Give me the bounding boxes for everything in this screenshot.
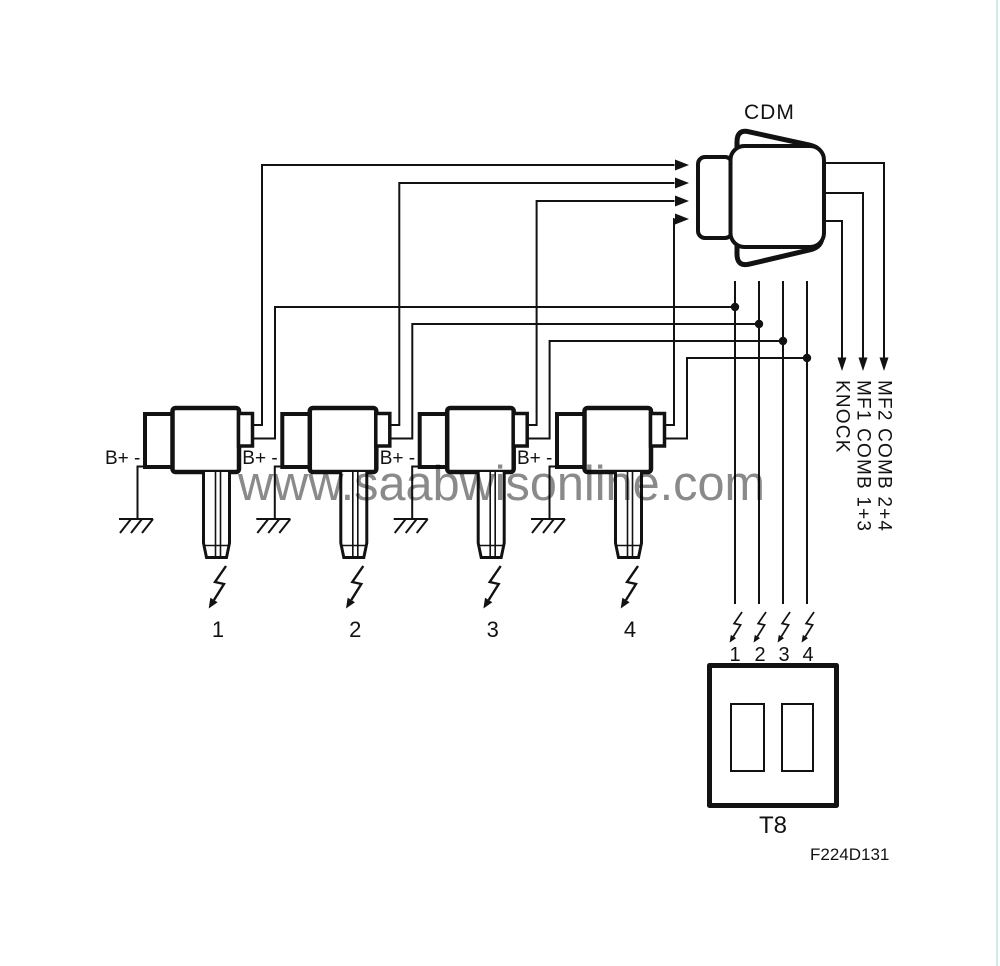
spark-arrow-icon: [619, 564, 640, 610]
cdm-pin-label-knock: KNOCK: [832, 380, 853, 454]
ignition-coil-3: B+ - 3: [380, 405, 529, 642]
ground-icon: [256, 518, 292, 534]
coil-tab: [511, 411, 529, 448]
boot-lines: [616, 472, 641, 556]
wire-coil2-cdm: [389, 182, 675, 426]
ground-icon: [393, 518, 429, 534]
t8-connector: T8: [707, 663, 839, 839]
cdm-pin-label-mf1: MF1 COMB 1+3: [853, 380, 874, 532]
boot-lines: [341, 472, 367, 556]
spark-arrow-icon: [482, 564, 502, 610]
figure-code: F224D131: [810, 845, 889, 864]
cdm-output-wires: KNOCK MF1 COMB 1+3 MF2 COMB 2+4: [824, 162, 895, 532]
cdm-connector: CDM: [696, 101, 826, 268]
ground-icon: [531, 518, 566, 534]
cylinder-number: 3: [487, 617, 499, 642]
wire-coil1-t8: [252, 306, 735, 440]
spark-arrow-icon: [752, 611, 767, 644]
cdm-body: [728, 144, 826, 249]
coil-boot: [339, 472, 369, 559]
watermark: www.saabwisonline.com: [237, 457, 765, 511]
wire-mf2: [824, 162, 885, 358]
arrowhead-icon: [675, 195, 689, 207]
boot-lines: [478, 472, 504, 556]
spark-arrow-icon: [344, 564, 365, 610]
ground-icon: [119, 518, 154, 534]
coil-body: [170, 405, 242, 475]
cdm-to-t8-wires: 1 2 3 4: [728, 281, 815, 666]
t8-cavity-1: [730, 703, 765, 772]
t8-box: [707, 663, 839, 808]
arrowhead-icon: [675, 159, 689, 171]
ignition-coil-2: B+ - 2: [242, 405, 392, 642]
wire-knock: [824, 220, 843, 358]
page-edge-line: [996, 0, 998, 966]
cdm-plug: [696, 155, 734, 240]
ignition-coil-1: B+ - 1: [105, 405, 255, 642]
wire-coil3-t8: [527, 340, 783, 440]
arrowhead-icon: [837, 357, 847, 371]
spark-arrow-icon: [800, 611, 815, 644]
arrowhead-icon: [675, 213, 689, 225]
t8-pin-number: 2: [754, 644, 765, 666]
arrowhead-icon: [858, 357, 868, 371]
coil-tab: [236, 411, 255, 448]
t8-pin-number: 3: [778, 644, 789, 666]
wire-mf1: [824, 192, 864, 358]
t8-label: T8: [759, 812, 787, 839]
wire-coil1-cdm: [252, 164, 675, 426]
wire-coil4-cdm: [664, 218, 675, 426]
cdm-pin-label-mf2: MF2 COMB 2+4: [874, 380, 895, 532]
arrowhead-icon: [879, 357, 889, 371]
spark-arrow-icon: [776, 611, 791, 644]
spark-arrow-icon: [207, 564, 228, 610]
coil-connector: [143, 412, 175, 469]
coil-boot: [202, 472, 231, 559]
cdm-label: CDM: [744, 101, 795, 124]
terminal-label: B+ -: [380, 448, 415, 469]
cylinder-number: 2: [349, 617, 361, 642]
ignition-coil-4: B+ - 4: [517, 405, 667, 642]
terminal-label: B+ -: [517, 448, 552, 469]
wire-coil2-t8: [389, 323, 759, 440]
coil-tab: [374, 411, 392, 448]
coil-boot: [614, 472, 643, 559]
coil-to-cdm-wires: [252, 159, 689, 426]
coil-tab: [648, 411, 667, 448]
arrowhead-icon: [675, 177, 689, 189]
coil-boot: [476, 472, 506, 559]
ground-wire: [411, 465, 420, 519]
wire-coil4-t8: [664, 357, 807, 440]
terminal-label: B+ -: [242, 448, 277, 469]
boot-lines: [204, 472, 229, 556]
coil-connector: [280, 412, 313, 469]
ground-wire: [136, 465, 145, 519]
cylinder-number: 4: [624, 617, 636, 642]
t8-pin-number: 1: [729, 644, 740, 666]
terminal-label: B+ -: [105, 448, 140, 469]
ground-wire: [273, 465, 283, 519]
t8-cavity-2: [781, 703, 814, 772]
cylinder-number: 1: [212, 617, 224, 642]
spark-arrow-icon: [728, 611, 743, 644]
t8-pin-number: 4: [802, 644, 813, 666]
ground-wire: [548, 465, 557, 519]
wire-coil3-cdm: [527, 200, 675, 426]
